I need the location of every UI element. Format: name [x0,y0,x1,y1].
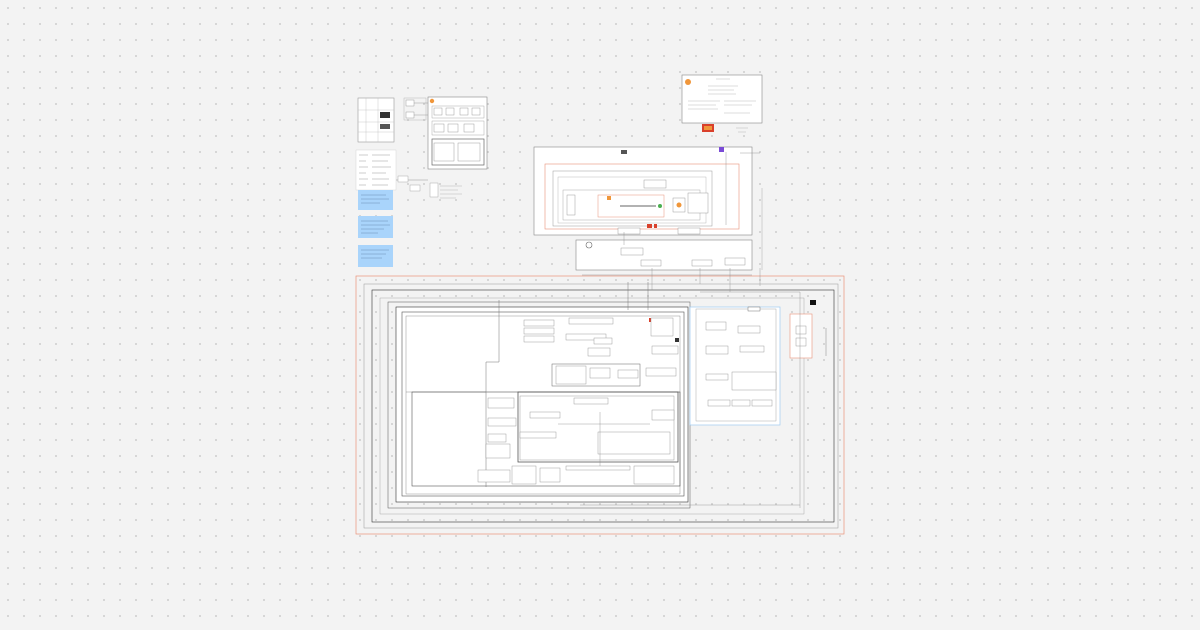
right-section[interactable] [689,306,827,426]
avatar-icon [685,79,691,85]
sticky-note-2[interactable] [358,216,393,238]
node-icon [658,204,662,208]
sticky-note-3[interactable] [358,245,393,267]
mini-flow[interactable] [396,175,462,199]
flow-frame-small[interactable] [403,96,488,170]
sticky-note-1[interactable] [358,190,393,210]
middle-panel[interactable] [575,188,763,276]
connectors [558,232,801,508]
process-frame-top[interactable] [533,146,760,236]
avatar-icon [429,98,435,104]
board-blocks-lower[interactable] [477,397,675,485]
board-blocks-upper[interactable] [523,317,679,385]
square-icon [810,300,816,305]
reference-list-frame[interactable] [355,149,397,191]
reference-table-frame[interactable] [357,97,395,143]
info-card[interactable] [681,74,763,133]
